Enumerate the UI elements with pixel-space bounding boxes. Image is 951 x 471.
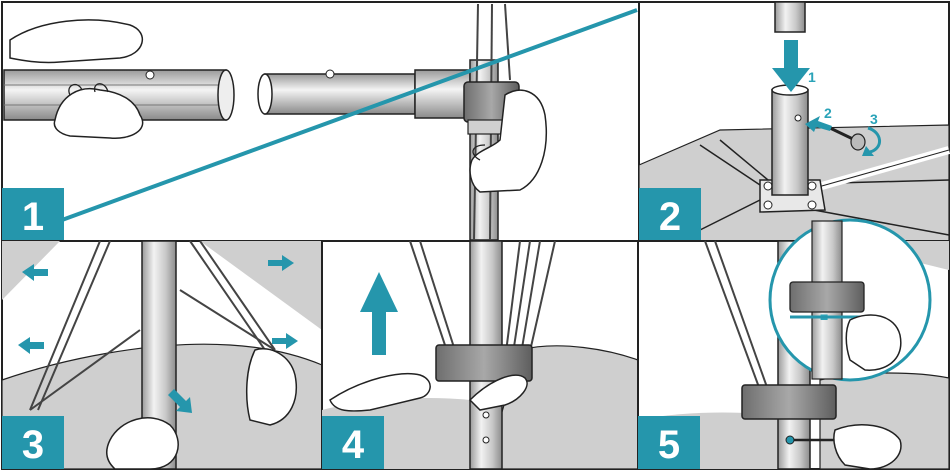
- panel-5: = 5: [637, 218, 950, 470]
- diagonal-divider: [61, 8, 638, 222]
- step-badge-4: [322, 416, 384, 469]
- step-badge-3: [2, 416, 64, 469]
- step-badge-2: [639, 188, 701, 241]
- panel-1: 1: [1, 1, 640, 242]
- panel2-label-2: 2: [824, 105, 832, 121]
- step-number-2: 2: [659, 195, 681, 239]
- alignment-equal-sign: =: [820, 309, 828, 325]
- panel-3: 3: [1, 240, 323, 470]
- step-number-5: 5: [658, 423, 680, 467]
- direction-arrows: [18, 255, 298, 413]
- step-badge-5: [638, 416, 700, 469]
- step-number-4: 4: [342, 423, 365, 467]
- panel-4: 4: [321, 240, 639, 470]
- step-number-3: 3: [22, 423, 44, 467]
- step-badge-1: [2, 188, 64, 241]
- panel2-label-1: 1: [808, 69, 816, 85]
- panel2-label-3: 3: [870, 111, 878, 127]
- panel-2: 1 2 3 2: [638, 1, 951, 242]
- step-number-1: 1: [22, 195, 44, 239]
- raise-arrow: [360, 272, 398, 355]
